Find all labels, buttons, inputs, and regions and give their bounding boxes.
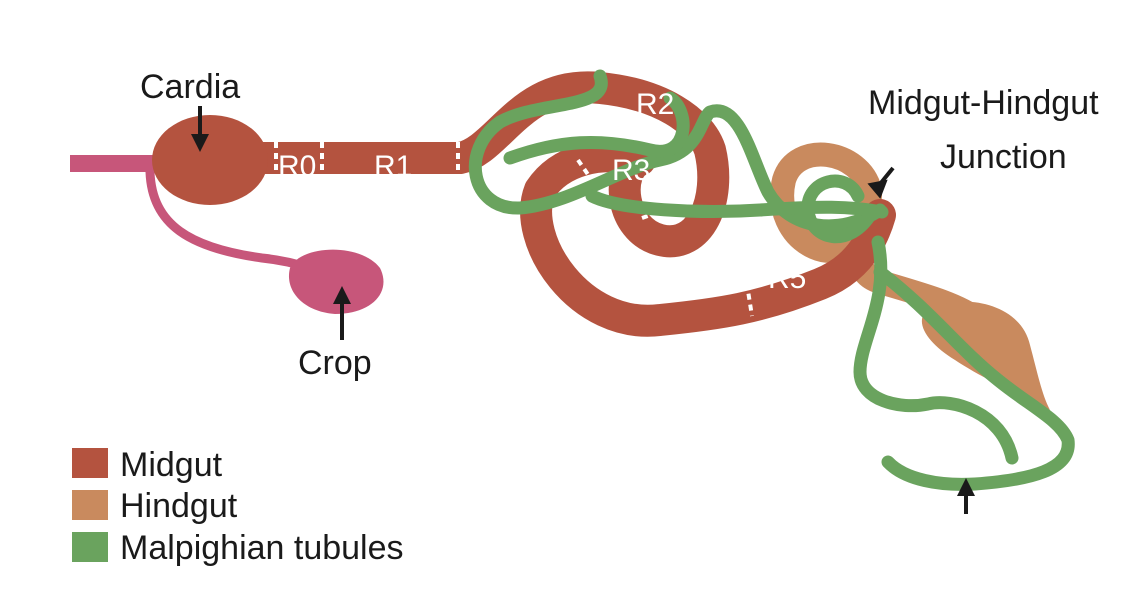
cardia-bulb (152, 115, 268, 205)
junction-label-line1: Midgut-Hindgut (868, 84, 1099, 122)
region-label-r1: R1 (374, 150, 412, 183)
junction-label-line2: Junction (940, 138, 1067, 176)
cardia-label: Cardia (140, 68, 240, 106)
legend-swatch-midgut (72, 448, 108, 478)
malpighian-tubules (468, 69, 1075, 491)
region-label-r5: R5 (768, 262, 806, 295)
rectum (921, 301, 1050, 410)
tubule-upper-3 (585, 189, 889, 219)
arrows (191, 106, 975, 514)
legend-item-malpighian-tubules: Malpighian tubules (72, 529, 404, 567)
legend: Midgut Hindgut Malpighian tubules (72, 446, 404, 567)
tubule-upper-1 (468, 69, 887, 233)
crop-arrow (333, 286, 351, 340)
crop-label: Crop (298, 344, 372, 382)
tubule-upper-2 (503, 91, 690, 165)
cardia-arrow (191, 106, 209, 152)
region-label-r3: R3 (612, 154, 650, 187)
tubule-loop (801, 174, 879, 244)
tubule-lower-1 (853, 235, 1019, 465)
region-label-r4: R4 (610, 268, 648, 301)
legend-item-midgut: Midgut (72, 446, 223, 484)
region-label-r2: R2 (636, 88, 674, 121)
region-label-r0: R0 (278, 150, 316, 183)
crop-sac (288, 249, 384, 314)
boundary-r5-start (743, 271, 754, 317)
legend-label-midgut: Midgut (120, 446, 223, 484)
legend-swatch-malpighian-tubules (72, 532, 108, 562)
tubule-end-arrow (957, 478, 975, 514)
foregut (70, 155, 384, 314)
tubule-lower-2 (873, 265, 1075, 491)
legend-item-hindgut: Hindgut (72, 487, 238, 525)
junction-arrow (867, 166, 895, 199)
region-labels: R0 R1 R2 R3 R4 R5 (278, 88, 806, 301)
legend-label-hindgut: Hindgut (120, 487, 238, 525)
legend-swatch-hindgut (72, 490, 108, 520)
legend-label-malpighian-tubules: Malpighian tubules (120, 529, 404, 567)
